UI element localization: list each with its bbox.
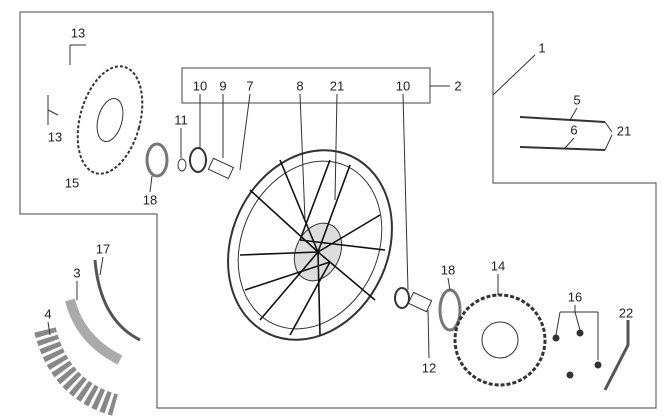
assembly-boundary [19,11,657,409]
callout-14: 14 [490,258,506,274]
callout-16: 16 [567,289,583,305]
callout-1: 1 [538,40,546,56]
oil-seal-part [145,142,169,178]
callout-22: 22 [618,305,634,321]
callout-18: 18 [440,262,456,278]
callout-12: 12 [421,360,437,376]
callout-4: 4 [44,306,52,322]
callout-21: 21 [329,78,345,94]
leader-1 [492,54,536,96]
sprocket-part [453,293,547,387]
callout-8: 8 [296,78,304,94]
callout-18: 18 [142,192,158,208]
callout-11: 11 [174,112,188,128]
wheel-part [227,149,393,341]
callout-5: 5 [573,92,581,108]
callout-3: 3 [73,265,81,281]
callout-2: 2 [454,78,462,94]
callout-10: 10 [395,78,411,94]
callout-13: 13 [47,129,63,145]
callout-15: 15 [64,175,80,191]
callout-10: 10 [192,78,208,94]
callout-7: 7 [246,78,254,94]
callout-21: 21 [616,123,632,139]
callout-17: 17 [95,241,111,257]
callout-9: 9 [219,78,227,94]
brake-disc-part [76,65,144,175]
callout-13: 13 [70,25,86,41]
callout-6: 6 [570,122,578,138]
